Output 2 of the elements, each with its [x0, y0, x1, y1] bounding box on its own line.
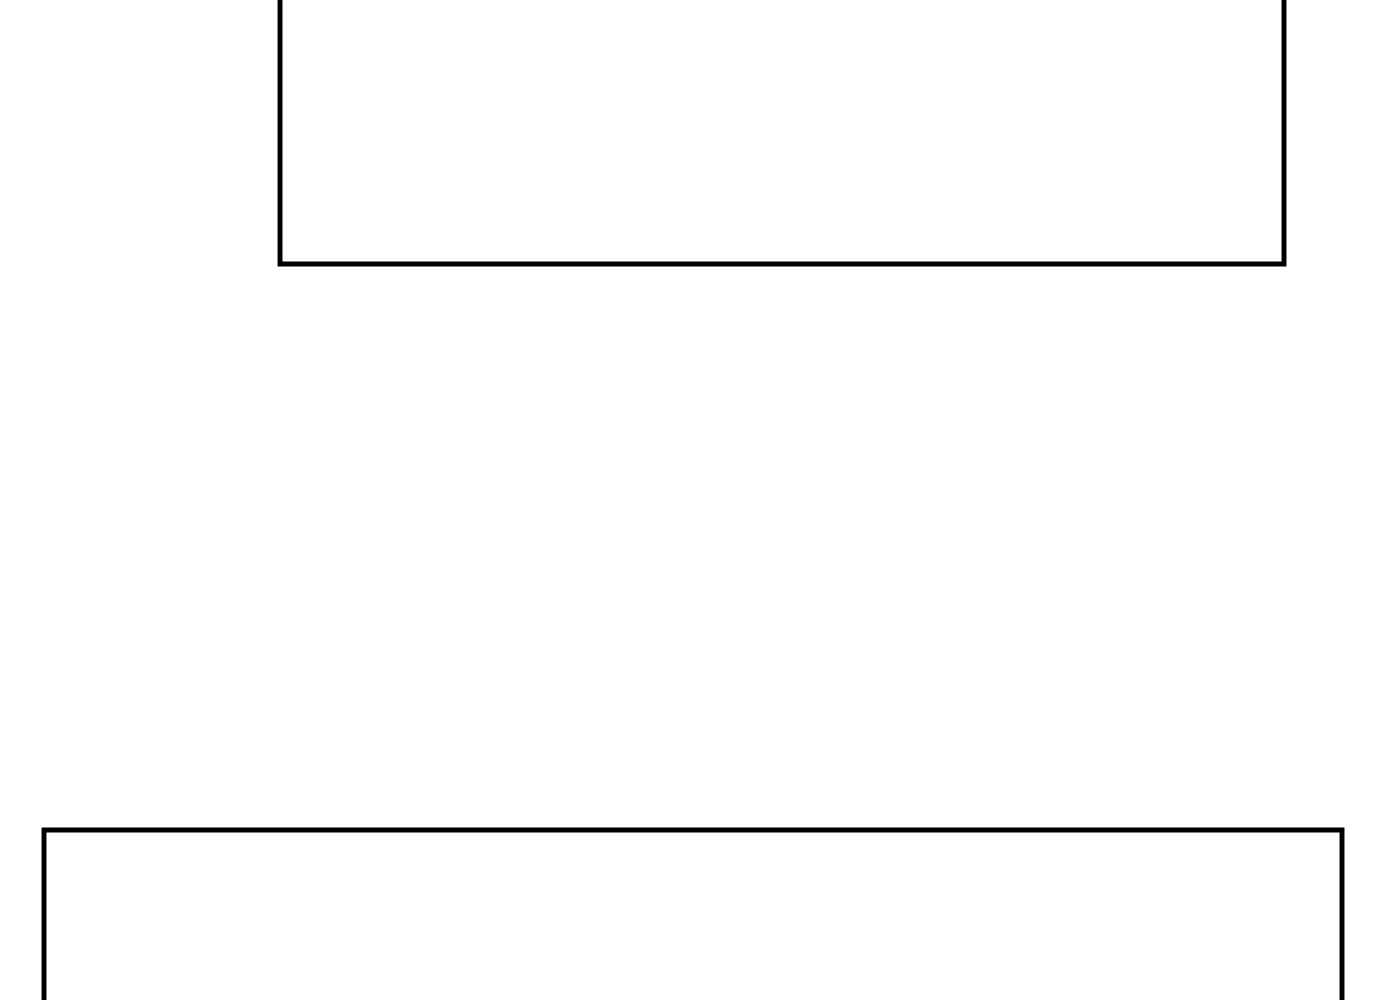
panel-frame	[277, 0, 1287, 267]
panel-frame	[41, 827, 1345, 1000]
